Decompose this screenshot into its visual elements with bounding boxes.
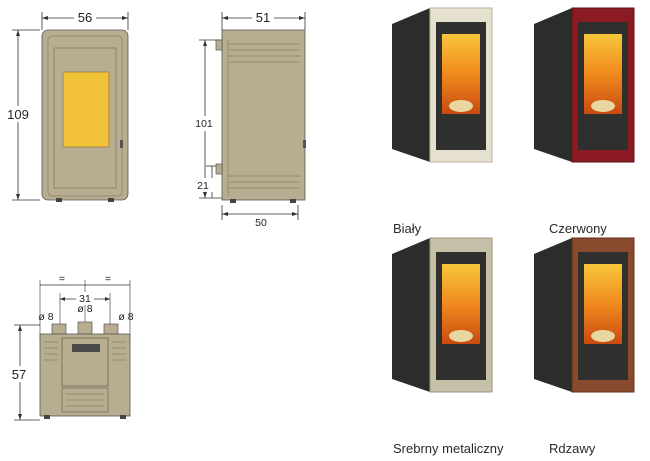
front-height-label: 109 [7,107,29,122]
side-depth-label: 51 [256,10,270,25]
variant-label-white: Biały [393,221,422,236]
rear-equal-right: = [105,273,111,285]
front-width-label: 56 [78,10,92,25]
variant-label-silver: Srebrny metaliczny [393,441,504,456]
side-base-label: 50 [255,217,267,229]
rear-height-label: 57 [12,367,26,382]
stove-render-silver [392,237,493,393]
rear-pipe-center-label: ø 8 [77,303,92,315]
stove-render-rust [534,237,635,393]
rear-spacing-label: 31 [79,293,91,305]
stove-render-red [534,7,635,163]
front-fire-window [62,71,110,148]
variant-label-rust: Rdzawy [549,441,596,456]
rear-equal-left: = [59,273,65,285]
side-height-label: 101 [195,118,213,130]
stove-render-white [392,7,493,163]
side-inlet-label: 21 [197,180,209,192]
rear-pipe-left-label: ø 8 [38,311,53,323]
variant-label-red: Czerwony [549,221,607,236]
rear-pipe-right-label: ø 8 [118,311,133,323]
side-stove-body [221,29,306,201]
